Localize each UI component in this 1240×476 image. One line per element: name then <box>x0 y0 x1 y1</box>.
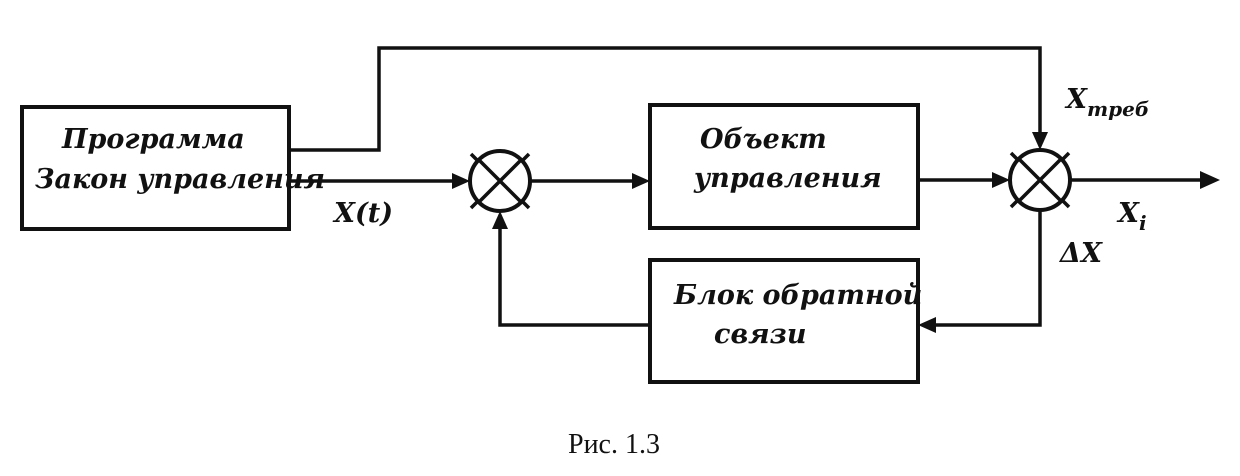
signal-line-delta <box>934 210 1042 327</box>
arrowhead <box>452 173 470 189</box>
feedback-block-label-line2: связи <box>714 319 807 350</box>
control-object-label-line2: управления <box>693 163 882 194</box>
arrowhead <box>992 172 1010 188</box>
arrowhead <box>1200 171 1220 189</box>
program-block-label-line1: Программа <box>61 124 245 155</box>
program-block-label-line2: Закон управления <box>35 164 325 195</box>
summing-junction-2 <box>1008 148 1072 212</box>
signal-line-feedback <box>498 226 650 327</box>
arrowhead <box>632 173 650 189</box>
summing-junction-1 <box>468 149 532 213</box>
signal-label-x-required: Xтреб <box>1064 84 1149 121</box>
signal-label-xi: Xi <box>1116 198 1147 235</box>
feedback-block <box>648 258 920 384</box>
signal-label-delta-x: ΔX <box>1058 238 1103 269</box>
program-block <box>20 105 291 231</box>
control-object-label-line1: Объект <box>700 124 827 155</box>
arrowhead <box>918 317 936 333</box>
feedback-block-label-line1: Блок обратной <box>673 280 922 311</box>
figure-caption: Рис. 1.3 <box>568 429 660 460</box>
arrowhead <box>1032 132 1048 150</box>
control-object-block <box>648 103 920 230</box>
signal-line-reference <box>289 46 1042 152</box>
signal-label-xt: X(t) <box>332 198 393 229</box>
arrowhead <box>492 211 508 229</box>
